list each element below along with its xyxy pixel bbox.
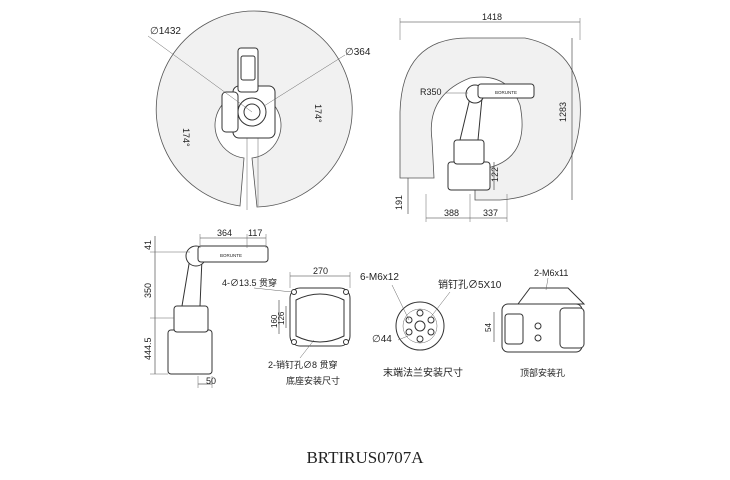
base-mount-pin-spec: 2-销钉孔∅8 贯穿 [268,359,338,370]
top-view-outer-diameter: ∅1432 [150,26,181,37]
side-view-rear-width: 388 [444,208,459,218]
flange-diameter: ∅44 [372,334,392,345]
arm-view: BORUNTE 364 117 41 350 444.5 50 [143,228,269,388]
side-view-bottom-offset: 191 [394,195,404,210]
arm-view-brand-label: BORUNTE [220,253,242,258]
side-view-reach-height: 1283 [558,102,568,122]
top-view-angle-left: 174° [181,128,191,147]
arm-view-base-offset: 50 [206,376,216,386]
flange-pin-spec: 销钉孔∅5X10 [438,278,502,291]
arm-view-upper-arm: 350 [143,283,153,298]
top-mount-dim-54: 54 [484,323,493,332]
side-view-front-width: 337 [483,208,498,218]
flange: 6-M6x12 销钉孔∅5X10 ∅44 末端法兰安装尺寸 [360,272,502,379]
base-mount: 270 4-∅13.5 贯穿 160 126 2-销钉孔∅8 贯穿 底座安装尺寸 [222,266,351,386]
base-mount-caption: 底座安装尺寸 [286,375,340,386]
side-view-inner-radius: R350 [420,87,442,97]
arm-view-forearm-length: 364 [217,228,232,238]
top-mount-thread-spec: 2-M6x11 [534,268,568,278]
flange-thread-spec: 6-M6x12 [360,272,399,283]
flange-caption: 末端法兰安装尺寸 [383,366,463,379]
base-mount-dim-160: 160 [270,314,279,328]
base-mount-hole-spec: 4-∅13.5 贯穿 [222,277,277,288]
top-view-inner-diameter: ∅364 [345,47,371,58]
model-caption: BRTIRUS0707A [306,448,424,467]
top-mount: 2-M6x11 54 顶部安装孔 [484,268,586,378]
side-view-base-height: 122 [490,167,500,182]
base-mount-dim-126: 126 [277,311,286,325]
base-mount-width: 270 [313,266,328,276]
top-view: ∅1432 ∅364 174° 174° [147,10,371,210]
top-view-angle-right: 174° [313,104,323,123]
arm-view-top-offset: 41 [143,240,153,250]
arm-view-wrist-length: 117 [248,228,262,238]
side-view: BORUNTE 1418 1283 R350 122 191 388 337 [394,12,581,222]
side-view-reach-width: 1418 [482,12,502,22]
arm-view-base-height: 444.5 [143,337,153,360]
top-mount-caption: 顶部安装孔 [520,367,565,378]
side-view-work-envelope [399,37,581,201]
side-view-brand-label: BORUNTE [495,90,517,95]
